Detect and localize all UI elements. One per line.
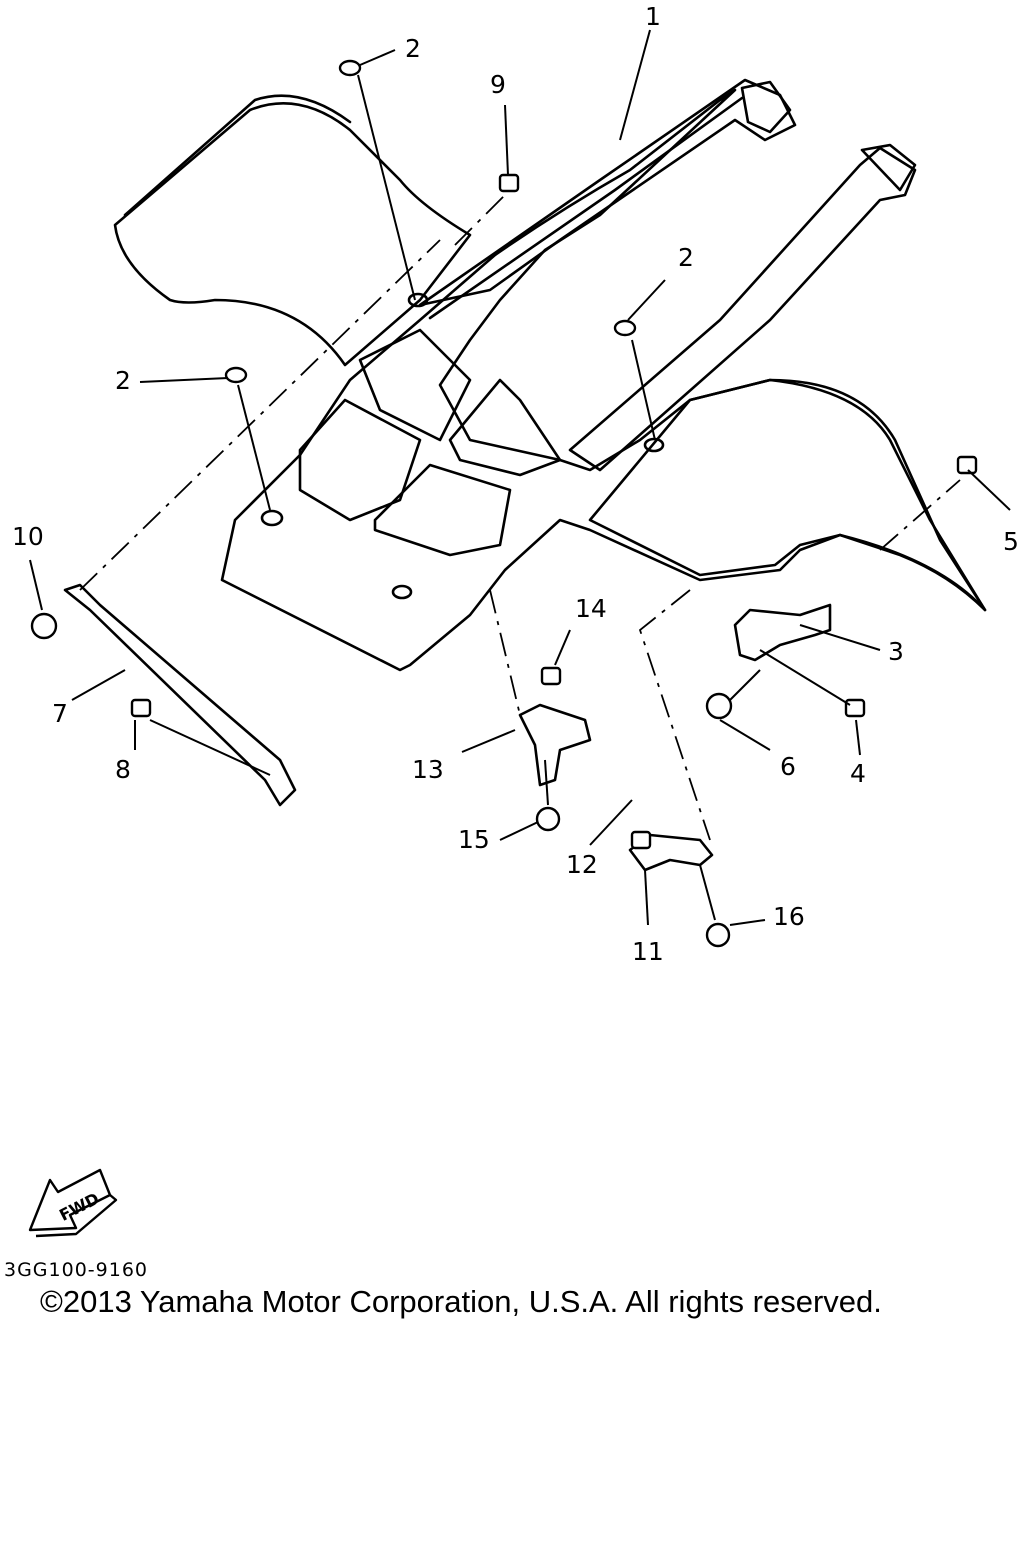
callout-14: 14 xyxy=(575,594,607,623)
grab-rail-1 xyxy=(418,78,797,307)
bolt-icon xyxy=(498,173,520,193)
bracket-11 xyxy=(628,833,714,872)
screw-icon xyxy=(224,366,248,384)
mount-hole xyxy=(407,292,429,308)
left-fender-wing xyxy=(113,102,472,367)
bolt-icon xyxy=(630,830,652,850)
callout-1: 1 xyxy=(645,2,661,31)
mount-hole xyxy=(260,509,284,527)
callout-12: 12 xyxy=(566,850,598,879)
bolt-icon xyxy=(130,698,152,718)
callout-10: 10 xyxy=(12,522,44,551)
drawing-code: 3GG100-9160 xyxy=(4,1259,148,1281)
nut-icon xyxy=(30,612,58,640)
bolt-icon xyxy=(540,666,562,686)
storage-box-3 xyxy=(358,328,472,442)
callout-6: 6 xyxy=(780,752,796,781)
nut-icon xyxy=(535,806,561,832)
right-fender-wing xyxy=(588,378,987,612)
callout-11: 11 xyxy=(632,937,664,966)
nut-icon xyxy=(705,692,733,720)
callout-8: 8 xyxy=(115,755,131,784)
callout-9: 9 xyxy=(490,70,506,99)
callout-2-right: 2 xyxy=(678,243,694,272)
callout-2-top: 2 xyxy=(405,34,421,63)
callout-4: 4 xyxy=(850,759,866,788)
screw-icon xyxy=(338,59,362,77)
callout-2-left: 2 xyxy=(115,366,131,395)
bracket-3 xyxy=(733,603,832,662)
mount-hole xyxy=(391,584,413,600)
storage-box-2 xyxy=(373,463,512,557)
callout-7: 7 xyxy=(52,699,68,728)
fender-stay xyxy=(63,583,297,807)
callout-16: 16 xyxy=(773,902,805,931)
left-fender-edge xyxy=(123,94,352,217)
storage-box-1 xyxy=(298,398,422,522)
copyright-notice: ©2013 Yamaha Motor Corporation, U.S.A. A… xyxy=(40,1284,882,1319)
callout-3: 3 xyxy=(888,637,904,666)
grab-rail-2 xyxy=(568,146,917,472)
bolt-icon xyxy=(956,455,978,475)
storage-box-4 xyxy=(448,378,562,477)
bolt-icon xyxy=(844,698,866,718)
screw-icon xyxy=(613,319,637,337)
callout-15: 15 xyxy=(458,825,490,854)
fwd-arrow-icon: FWD xyxy=(28,1168,118,1238)
nut-icon xyxy=(705,922,731,948)
callout-13: 13 xyxy=(412,755,444,784)
bracket-13 xyxy=(518,703,592,787)
callout-5: 5 xyxy=(1003,527,1019,556)
